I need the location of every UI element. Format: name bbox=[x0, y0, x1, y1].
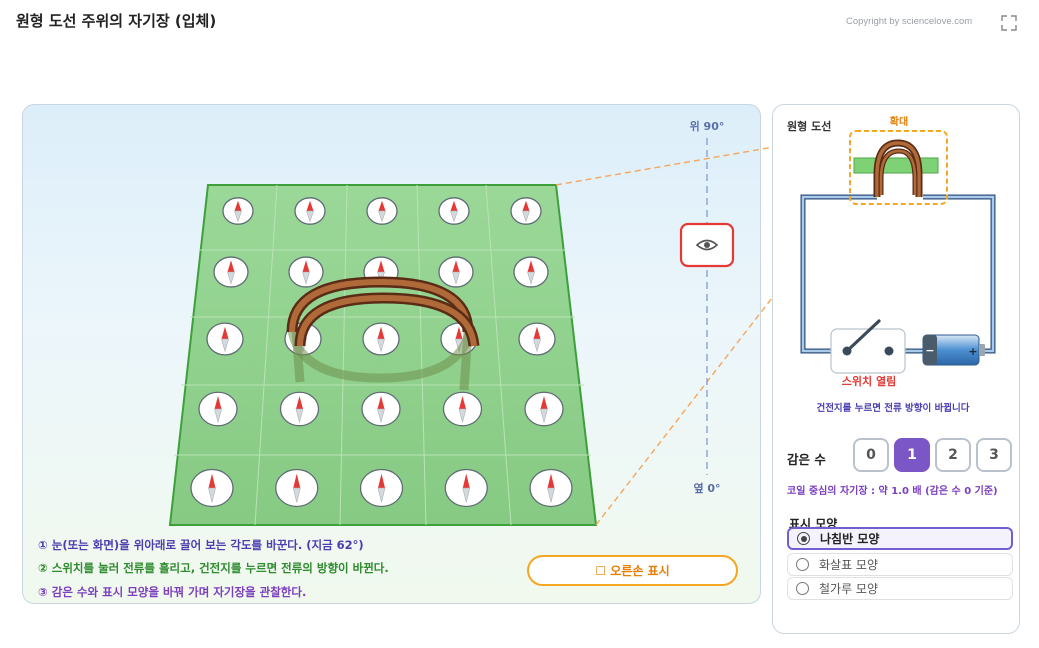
compass-needle bbox=[510, 197, 542, 225]
compass-needle bbox=[438, 197, 470, 225]
compass-needle bbox=[361, 391, 401, 427]
compass-needle bbox=[438, 256, 474, 288]
compass-needle bbox=[279, 391, 320, 427]
compass-needle bbox=[213, 256, 249, 288]
compass-needle bbox=[359, 468, 404, 508]
turns-option-1[interactable]: 1 bbox=[894, 438, 930, 472]
radio-icon bbox=[796, 582, 809, 595]
compass-needle bbox=[198, 391, 238, 427]
svg-text:−: − bbox=[925, 344, 934, 357]
copyright-text: Copyright by sciencelove.com bbox=[846, 16, 973, 27]
circuit-diagram: 원형 도선 확대 스위치 열림 − + bbox=[787, 115, 996, 414]
zoom-coil bbox=[873, 139, 923, 197]
axis-top-label: 위 90° bbox=[690, 120, 725, 133]
page-title: 원형 도선 주위의 자기장 (입체) bbox=[16, 12, 217, 30]
fullscreen-icon[interactable] bbox=[999, 13, 1019, 33]
turns-option-2[interactable]: 2 bbox=[935, 438, 971, 472]
compass-needle bbox=[529, 468, 573, 508]
board-grid bbox=[174, 184, 591, 526]
zoom-label: 확대 bbox=[890, 115, 908, 128]
zoom-box bbox=[849, 130, 948, 205]
compass-needle bbox=[518, 322, 556, 356]
battery-button[interactable]: − + bbox=[922, 334, 985, 366]
battery-note: 건전지를 누르면 전류 방향이 바뀝니다 bbox=[816, 402, 969, 414]
instruction-1: ① 눈(또는 화면)을 위아래로 끌어 보는 각도를 바꾼다. (지금 62°) bbox=[38, 538, 364, 552]
compass-needle bbox=[444, 468, 488, 508]
eye-drag-handle[interactable] bbox=[679, 222, 735, 268]
radio-selected-icon bbox=[797, 532, 810, 545]
circuit-label: 원형 도선 bbox=[787, 119, 831, 133]
instruction-3: ③ 감은 수와 표시 모양을 바꿔 가며 자기장을 관찰한다. bbox=[38, 585, 306, 599]
turns-option-0[interactable]: 0 bbox=[853, 438, 889, 472]
compass-needle bbox=[222, 197, 254, 225]
control-panel: 원형 도선 확대 스위치 열림 − + bbox=[772, 104, 1020, 634]
instruction-2: ② 스위치를 눌러 전류를 흘리고, 건전지를 누르면 전류의 방향이 바뀐다. bbox=[38, 561, 389, 575]
turns-label: 감은 수 bbox=[787, 452, 826, 467]
compass-needle bbox=[190, 468, 234, 508]
compass-needle bbox=[513, 256, 549, 288]
turns-option-3[interactable]: 3 bbox=[976, 438, 1012, 472]
shape-option-iron-filings[interactable]: 철가루 모양 bbox=[787, 577, 1013, 600]
shape-option-arrow[interactable]: 화살표 모양 bbox=[787, 553, 1013, 576]
compass-needle bbox=[288, 256, 324, 288]
shape-option-compass[interactable]: 나침반 모양 bbox=[787, 527, 1013, 550]
compass-needle bbox=[366, 197, 398, 225]
compass-needle bbox=[206, 322, 244, 356]
zoom-board bbox=[853, 157, 939, 174]
circuit-wire bbox=[800, 194, 996, 354]
circular-wire-coil bbox=[286, 276, 480, 391]
compass-needle bbox=[442, 391, 483, 427]
compass-needle bbox=[524, 391, 564, 427]
switch-status-label: 스위치 열림 bbox=[842, 374, 896, 388]
svg-text:+: + bbox=[968, 345, 977, 358]
compass-needle bbox=[362, 322, 400, 356]
right-hand-toggle-button[interactable]: ☐ 오른손 표시 bbox=[527, 555, 738, 586]
field-strength-note: 코일 중심의 자기장 : 약 1.0 배 (감은 수 0 기준) bbox=[787, 486, 998, 497]
radio-icon bbox=[796, 558, 809, 571]
compass-needle bbox=[294, 197, 326, 225]
eye-icon bbox=[695, 239, 719, 251]
circuit-switch[interactable] bbox=[830, 319, 906, 374]
axis-bottom-label: 옆 0° bbox=[693, 482, 720, 495]
compass-needle bbox=[275, 468, 319, 508]
